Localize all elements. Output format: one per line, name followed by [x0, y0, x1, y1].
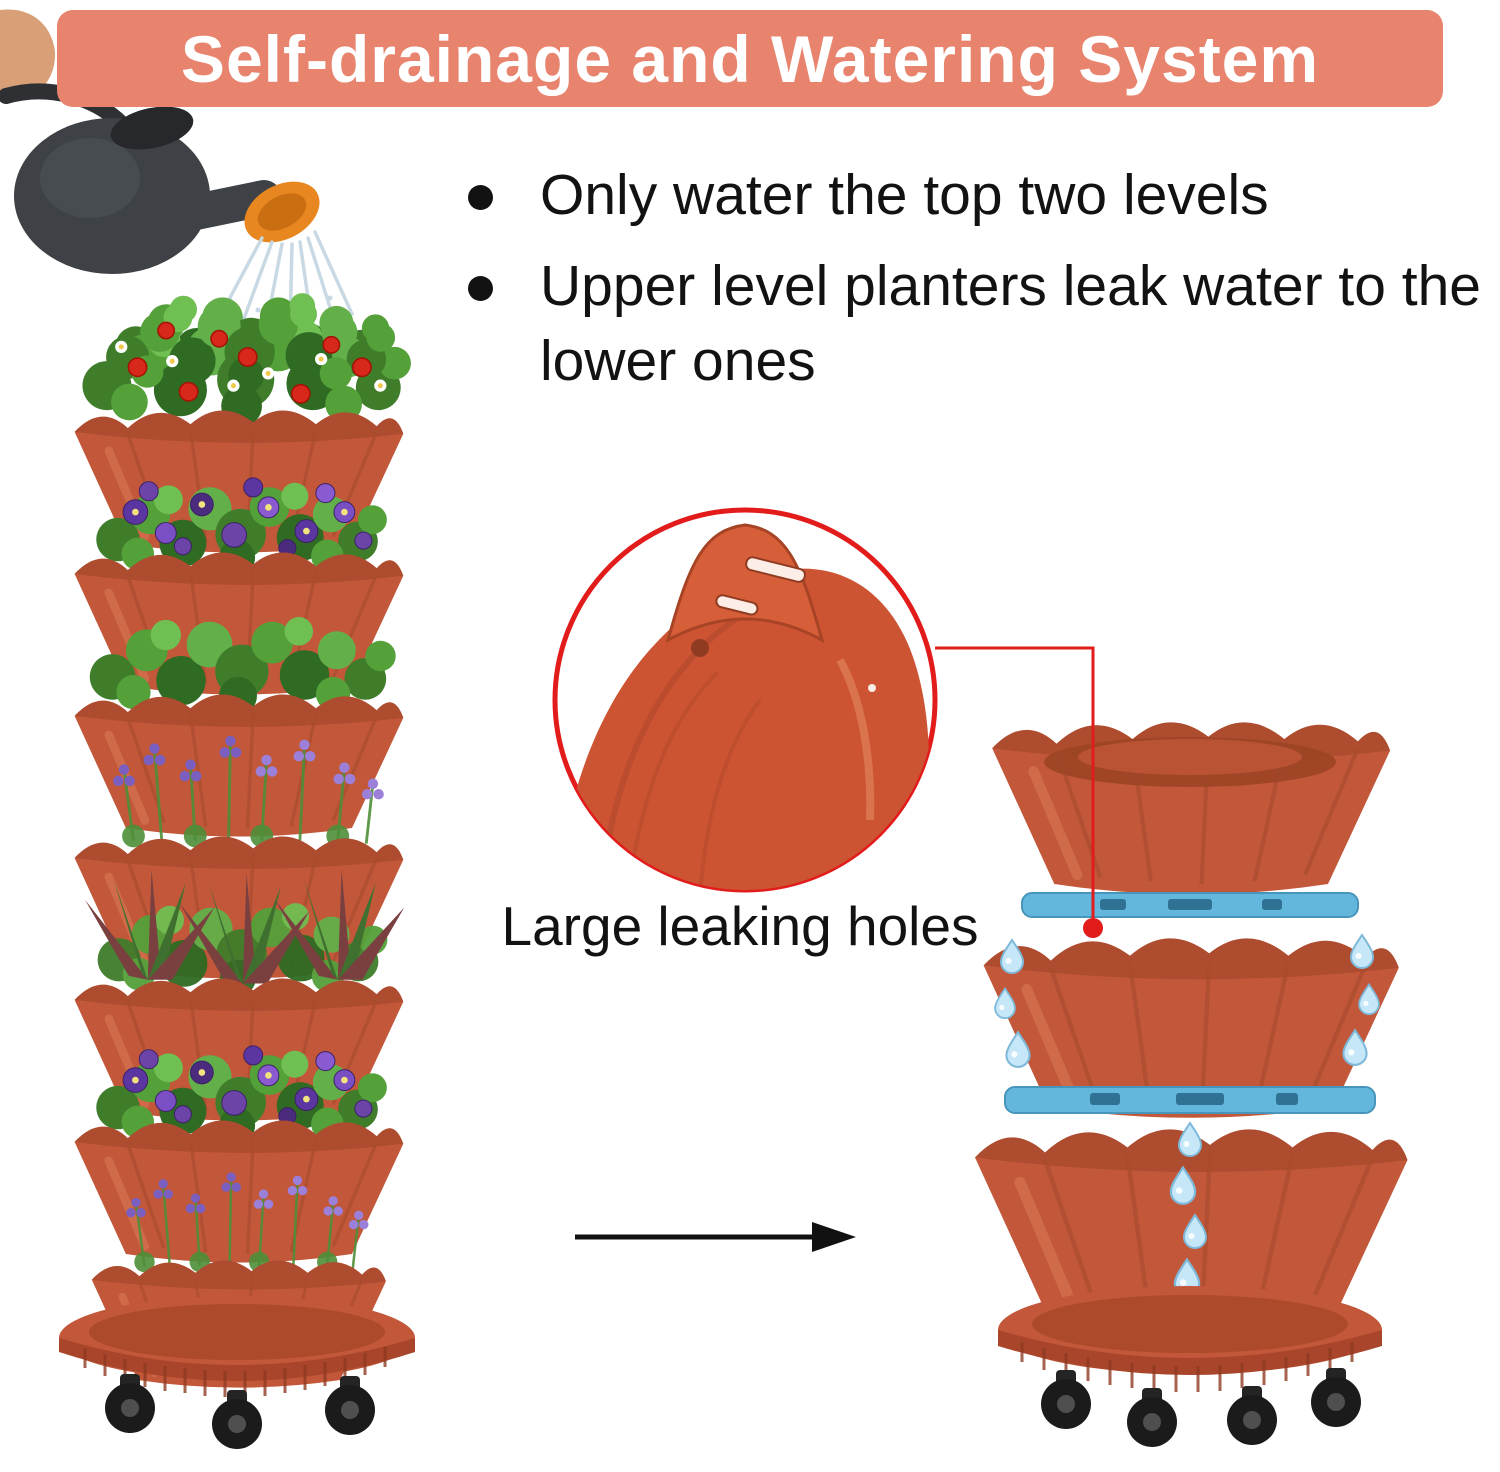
water-layer-icon	[1004, 1086, 1376, 1114]
planter-stack-illustration	[975, 722, 1408, 1447]
feature-text: Upper level planters leak water to the l…	[540, 254, 1482, 394]
inset-caption: Large leaking holes	[501, 895, 979, 957]
caster-base-icon	[998, 1286, 1382, 1447]
feature-item: Only water the top two levels	[452, 158, 1500, 233]
watering-can-icon	[0, 9, 354, 332]
leaking-hole-detail-icon	[555, 523, 930, 890]
banner-title: Self-drainage and Watering System	[180, 21, 1320, 96]
zoom-inset-circle	[552, 507, 938, 893]
caster-base-icon	[59, 1296, 415, 1449]
planter-tower-illustration	[59, 293, 415, 1449]
banner: Self-drainage and Watering System	[57, 10, 1443, 107]
feature-text: Only water the top two levels	[540, 163, 1269, 227]
bullet-icon	[468, 185, 493, 210]
bullet-icon	[468, 276, 493, 302]
feature-item: Upper level planters leak water to the l…	[452, 249, 1500, 399]
magnifier-connector-line	[935, 646, 1103, 938]
water-layer-icon	[1021, 892, 1359, 918]
arrow-icon	[575, 1222, 856, 1252]
feature-list: Only water the top two levels Upper leve…	[452, 158, 1500, 416]
